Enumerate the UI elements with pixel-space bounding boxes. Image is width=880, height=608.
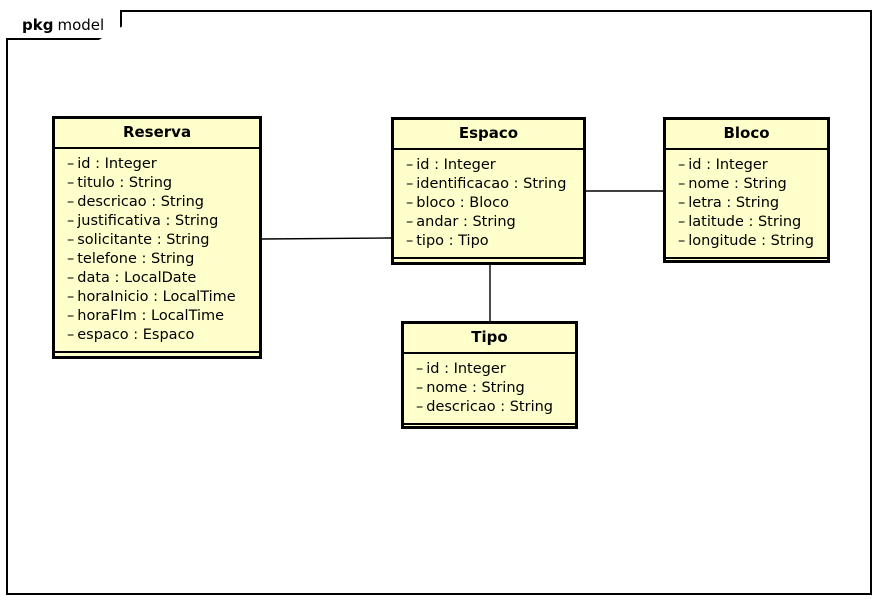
attribute-text: id : Integer bbox=[77, 156, 157, 173]
attribute-row: –id : Integer bbox=[666, 156, 827, 175]
class-name-tipo: Tipo bbox=[404, 324, 575, 355]
visibility-marker: – bbox=[406, 233, 414, 250]
class-name-espaco: Espaco bbox=[394, 120, 583, 151]
attribute-row: –letra : String bbox=[666, 194, 827, 213]
attribute-row: –id : Integer bbox=[55, 155, 259, 174]
attribute-text: id : Integer bbox=[416, 157, 496, 174]
attribute-row: –telefone : String bbox=[55, 250, 259, 269]
attribute-text: horaFIm : LocalTime bbox=[77, 308, 225, 325]
package-name: model bbox=[57, 16, 105, 34]
class-attributes-espaco: –id : Integer –identificacao : String –b… bbox=[394, 150, 583, 260]
visibility-marker: – bbox=[678, 176, 686, 193]
class-operations-espaco bbox=[394, 259, 583, 275]
visibility-marker: – bbox=[416, 380, 424, 397]
visibility-marker: – bbox=[67, 194, 75, 211]
attribute-row: –horaFIm : LocalTime bbox=[55, 307, 259, 326]
attribute-text: descricao : String bbox=[77, 194, 204, 211]
class-operations-tipo bbox=[404, 425, 575, 441]
package-keyword: pkg bbox=[22, 16, 54, 34]
attribute-text: descricao : String bbox=[426, 399, 553, 416]
package-tab bbox=[6, 10, 122, 40]
attribute-text: horaInicio : LocalTime bbox=[77, 289, 236, 306]
attribute-row: –descricao : String bbox=[404, 398, 575, 417]
visibility-marker: – bbox=[406, 195, 414, 212]
visibility-marker: – bbox=[67, 270, 75, 287]
class-box-reserva[interactable]: Reserva –id : Integer –titulo : String –… bbox=[52, 116, 262, 359]
attribute-row: –titulo : String bbox=[55, 174, 259, 193]
visibility-marker: – bbox=[678, 195, 686, 212]
attribute-text: telefone : String bbox=[77, 251, 195, 268]
class-name-bloco: Bloco bbox=[666, 120, 827, 151]
attribute-text: identificacao : String bbox=[416, 176, 567, 193]
attribute-row: –descricao : String bbox=[55, 193, 259, 212]
attribute-text: solicitante : String bbox=[77, 232, 210, 249]
visibility-marker: – bbox=[406, 214, 414, 231]
attribute-row: –horaInicio : LocalTime bbox=[55, 288, 259, 307]
attribute-row: –justificativa : String bbox=[55, 212, 259, 231]
visibility-marker: – bbox=[67, 327, 75, 344]
attribute-text: andar : String bbox=[416, 214, 516, 231]
visibility-marker: – bbox=[678, 233, 686, 250]
attribute-row: –longitude : String bbox=[666, 232, 827, 251]
class-operations-reserva bbox=[55, 353, 259, 369]
class-attributes-reserva: –id : Integer –titulo : String –descrica… bbox=[55, 149, 259, 354]
attribute-row: –id : Integer bbox=[404, 360, 575, 379]
attribute-text: data : LocalDate bbox=[77, 270, 197, 287]
attribute-row: –id : Integer bbox=[394, 156, 583, 175]
visibility-marker: – bbox=[67, 232, 75, 249]
visibility-marker: – bbox=[67, 308, 75, 325]
class-operations-bloco bbox=[666, 259, 827, 275]
attribute-text: id : Integer bbox=[688, 157, 768, 174]
attribute-row: –nome : String bbox=[666, 175, 827, 194]
attribute-row: –nome : String bbox=[404, 379, 575, 398]
visibility-marker: – bbox=[678, 214, 686, 231]
attribute-text: latitude : String bbox=[688, 214, 802, 231]
attribute-row: –latitude : String bbox=[666, 213, 827, 232]
attribute-row: –andar : String bbox=[394, 213, 583, 232]
visibility-marker: – bbox=[416, 399, 424, 416]
class-name-reserva: Reserva bbox=[55, 119, 259, 150]
visibility-marker: – bbox=[67, 213, 75, 230]
visibility-marker: – bbox=[416, 361, 424, 378]
attribute-text: id : Integer bbox=[426, 361, 506, 378]
attribute-row: –solicitante : String bbox=[55, 231, 259, 250]
attribute-text: espaco : Espaco bbox=[77, 327, 195, 344]
class-box-bloco[interactable]: Bloco –id : Integer –nome : String –letr… bbox=[663, 117, 830, 263]
attribute-text: justificativa : String bbox=[77, 213, 219, 230]
visibility-marker: – bbox=[678, 157, 686, 174]
visibility-marker: – bbox=[67, 289, 75, 306]
class-box-espaco[interactable]: Espaco –id : Integer –identificacao : St… bbox=[391, 117, 586, 265]
package-label: pkg model bbox=[6, 10, 122, 40]
attribute-text: titulo : String bbox=[77, 175, 173, 192]
class-attributes-bloco: –id : Integer –nome : String –letra : St… bbox=[666, 150, 827, 260]
visibility-marker: – bbox=[406, 157, 414, 174]
attribute-text: letra : String bbox=[688, 195, 780, 212]
class-box-tipo[interactable]: Tipo –id : Integer –nome : String –descr… bbox=[401, 321, 578, 429]
attribute-text: longitude : String bbox=[688, 233, 814, 250]
visibility-marker: – bbox=[67, 156, 75, 173]
attribute-row: –data : LocalDate bbox=[55, 269, 259, 288]
attribute-row: –espaco : Espaco bbox=[55, 326, 259, 345]
attribute-row: –identificacao : String bbox=[394, 175, 583, 194]
visibility-marker: – bbox=[67, 251, 75, 268]
class-attributes-tipo: –id : Integer –nome : String –descricao … bbox=[404, 354, 575, 426]
attribute-row: –tipo : Tipo bbox=[394, 232, 583, 251]
attribute-text: nome : String bbox=[426, 380, 525, 397]
visibility-marker: – bbox=[406, 176, 414, 193]
attribute-text: tipo : Tipo bbox=[416, 233, 489, 250]
attribute-text: bloco : Bloco bbox=[416, 195, 509, 212]
attribute-row: –bloco : Bloco bbox=[394, 194, 583, 213]
visibility-marker: – bbox=[67, 175, 75, 192]
attribute-text: nome : String bbox=[688, 176, 787, 193]
